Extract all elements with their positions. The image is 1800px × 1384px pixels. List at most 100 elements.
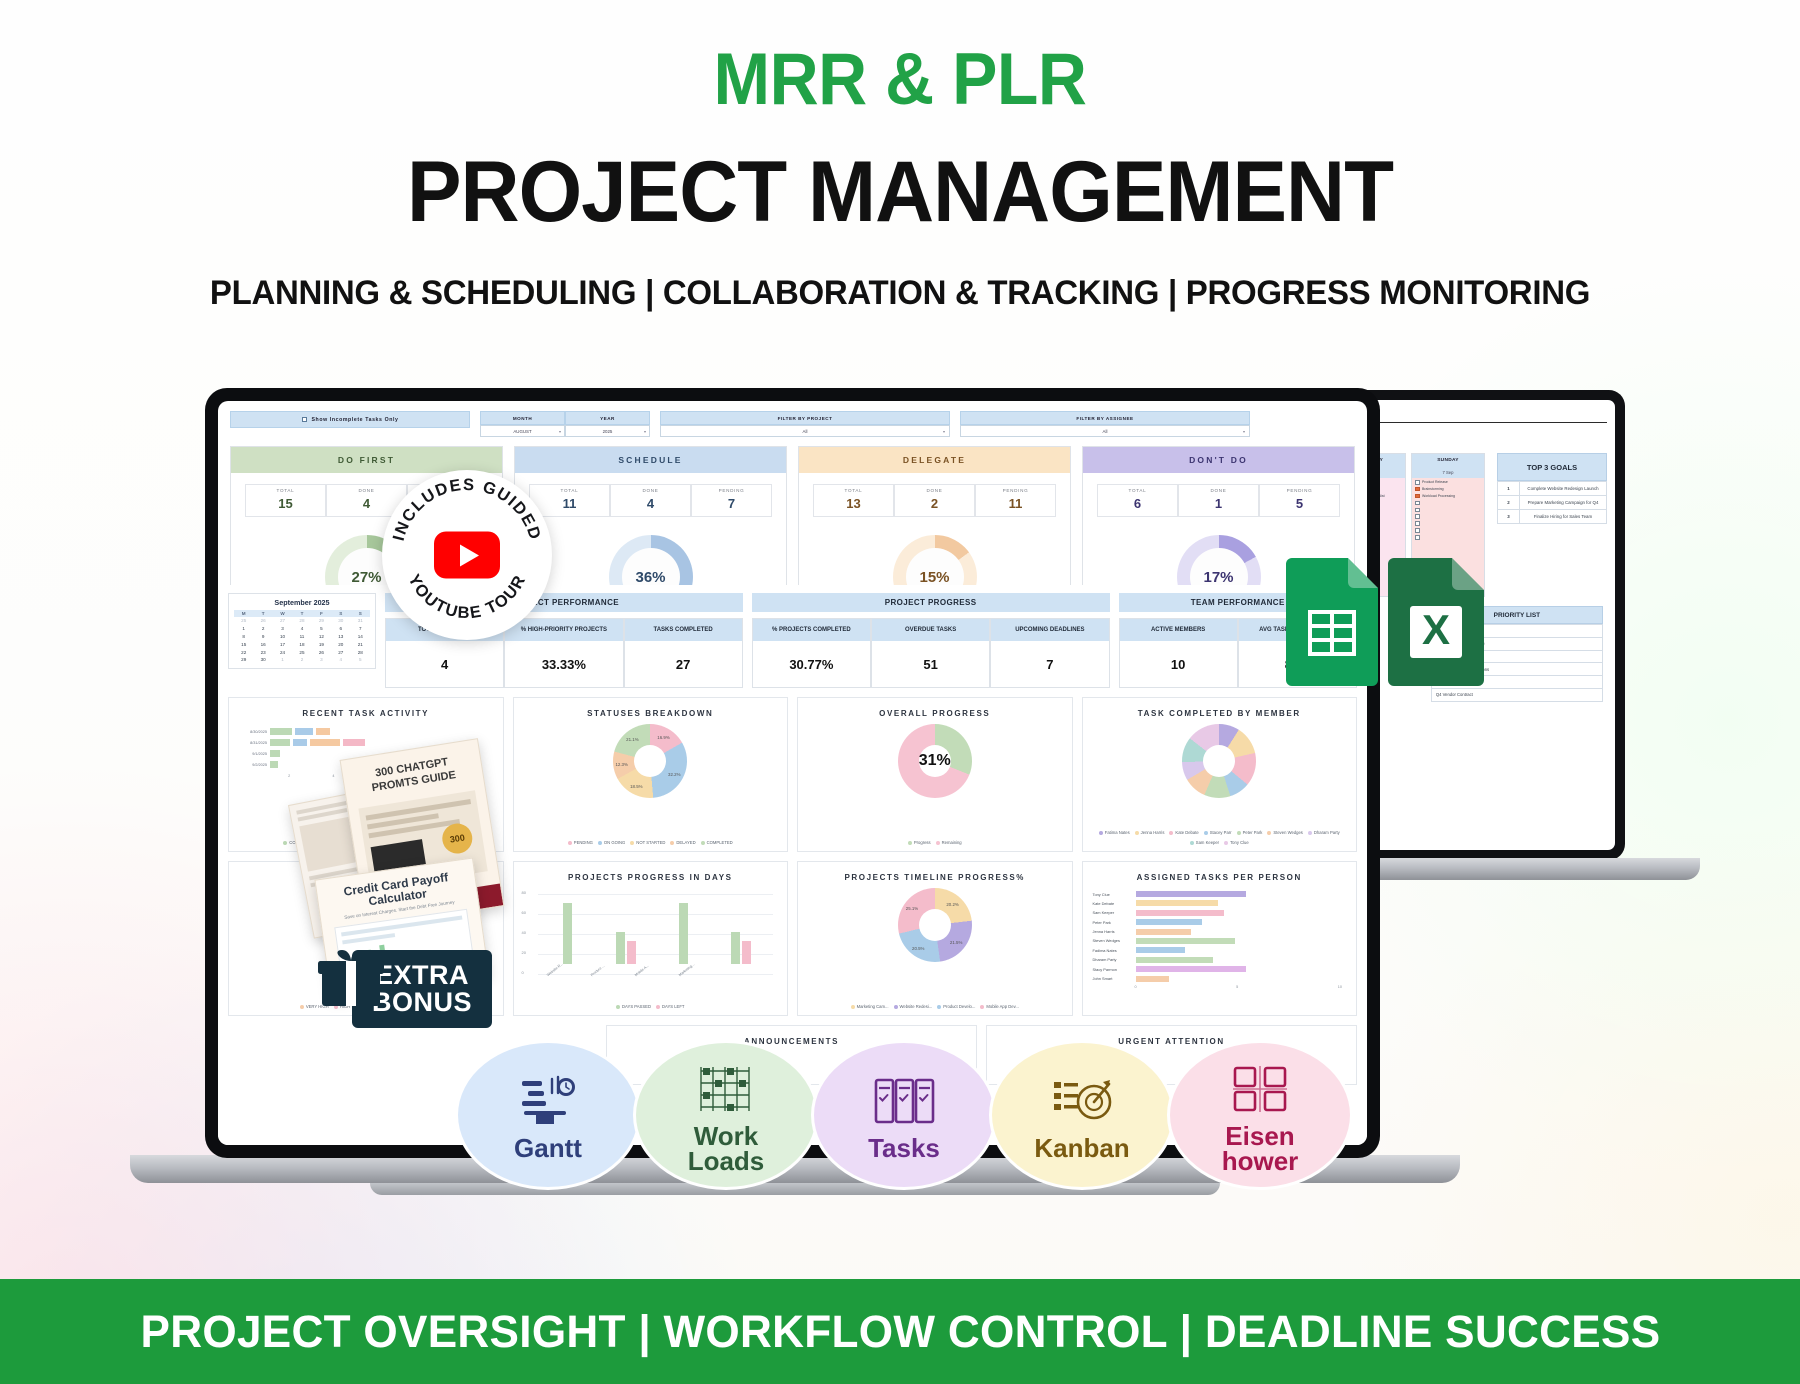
calendar-day[interactable]: 26: [260, 618, 266, 624]
calendar-day[interactable]: 8: [242, 633, 245, 639]
calendar-day[interactable]: 2: [261, 626, 265, 632]
calendar-day[interactable]: 14: [357, 633, 363, 639]
planner-task-empty[interactable]: [1415, 507, 1481, 513]
feature-bubble-label: Tasks: [868, 1133, 940, 1164]
calendar-day[interactable]: 24: [279, 649, 286, 655]
planner-task-empty[interactable]: [1415, 535, 1481, 540]
checkbox-icon[interactable]: [1415, 507, 1420, 513]
calendar-day[interactable]: 20: [338, 641, 344, 647]
calendar-day[interactable]: 3: [281, 626, 284, 632]
calendar-day[interactable]: 18: [299, 641, 305, 647]
calendar-day[interactable]: 15: [241, 641, 247, 647]
planner-task[interactable]: Workload Processing: [1415, 493, 1481, 499]
calendar-day[interactable]: 10: [279, 633, 286, 639]
calendar-day[interactable]: 30: [338, 618, 344, 624]
filter-assignee-select[interactable]: All: [960, 425, 1250, 437]
calendar-day[interactable]: 3: [320, 657, 323, 663]
feature-bubble-kanban[interactable]: Kanban: [989, 1040, 1175, 1190]
month-label: MONTH: [480, 411, 565, 425]
bonus-card-stack: 2025 FREE GIFTS DIGITAL PRODUCTS 300 CHA…: [287, 738, 540, 999]
calendar-day[interactable]: 21: [357, 641, 363, 647]
planner-task[interactable]: Product Release: [1415, 480, 1481, 485]
eisenhower-toolbar[interactable]: Show Incomplete Tasks Only MONTH YEAR AU…: [230, 411, 1355, 437]
month-year-selectors[interactable]: MONTH YEAR AUGUST 2025: [480, 411, 650, 437]
calendar-day[interactable]: 9: [261, 633, 265, 639]
calendar-day[interactable]: 5: [320, 626, 323, 632]
calendar-day[interactable]: 28: [357, 649, 363, 655]
checkbox-icon[interactable]: [1415, 514, 1420, 519]
calendar-day[interactable]: 25: [241, 618, 247, 624]
checkbox-icon[interactable]: [1415, 521, 1420, 526]
calendar-day[interactable]: 27: [279, 618, 286, 624]
filter-by-assignee[interactable]: FILTER BY ASSIGNEE All: [960, 411, 1250, 437]
checkbox-icon[interactable]: [1415, 528, 1420, 533]
show-incomplete-tasks-checkbox[interactable]: Show Incomplete Tasks Only: [230, 411, 470, 428]
checkbox-icon[interactable]: [1415, 486, 1420, 492]
hbar-segment: [295, 728, 313, 735]
calendar-day[interactable]: 4: [339, 657, 343, 663]
year-select[interactable]: 2025: [565, 425, 650, 437]
stat-label: PENDING: [1002, 488, 1029, 493]
calendar-day[interactable]: 1: [281, 657, 284, 663]
planner-task-empty[interactable]: [1415, 500, 1481, 506]
checkbox-icon[interactable]: [301, 417, 307, 422]
member-row: Tony Clue: [1093, 891, 1347, 897]
calendar-day[interactable]: 16: [260, 641, 266, 647]
stat-label: DONE: [926, 488, 943, 493]
feature-bubble-gantt[interactable]: Gantt: [455, 1040, 641, 1190]
calendar-day[interactable]: 22: [241, 649, 247, 655]
youtube-tour-badge[interactable]: INCLUDES GUIDED YOUTUBE TOUR: [382, 470, 552, 640]
member-name: Sam Keeper: [1092, 910, 1115, 916]
planner-task[interactable]: Brainstorming: [1415, 486, 1481, 492]
calendar-day[interactable]: 7: [358, 626, 362, 632]
calendar-day[interactable]: 26: [318, 649, 324, 655]
checkbox-icon[interactable]: [1415, 480, 1420, 485]
filter-by-project[interactable]: FILTER BY PROJECT All: [660, 411, 950, 437]
calendar-day[interactable]: 30: [260, 657, 266, 663]
month-select[interactable]: AUGUST: [480, 425, 565, 437]
legend-swatch: [1098, 830, 1103, 835]
kpi-value: 7: [1046, 656, 1054, 672]
calendar-day[interactable]: 28: [299, 618, 305, 624]
calendar-day[interactable]: 4: [300, 626, 304, 632]
calendar-day[interactable]: 19: [318, 641, 324, 647]
axis-tick: 0: [521, 970, 524, 975]
feature-bubble-tasks[interactable]: Tasks: [811, 1040, 997, 1190]
member-bar: [1135, 891, 1246, 897]
donut-percent: 27%: [351, 568, 382, 586]
youtube-play-icon[interactable]: [434, 531, 500, 579]
calendar-day[interactable]: 29: [241, 657, 247, 663]
planner-task-empty[interactable]: [1415, 528, 1481, 533]
calendar-day[interactable]: 2: [300, 657, 304, 663]
checkbox-icon[interactable]: [1415, 493, 1420, 499]
progress-donut: 36%: [608, 535, 693, 619]
calendar-day[interactable]: 6: [339, 626, 343, 632]
calendar-day[interactable]: 25: [299, 649, 305, 655]
calendar-day[interactable]: 17: [279, 641, 286, 647]
calendar-day[interactable]: 13: [338, 633, 344, 639]
calendar-day[interactable]: 27: [338, 649, 344, 655]
calendar-day[interactable]: 5: [358, 657, 362, 663]
checkbox-icon[interactable]: [1415, 535, 1420, 540]
calendar-day[interactable]: 1: [242, 626, 245, 632]
progress-donut: 15%: [892, 535, 977, 619]
quadrant-title: DON'T DO: [1083, 447, 1354, 473]
checkbox-icon[interactable]: [1415, 500, 1420, 506]
calendar-day[interactable]: 29: [318, 618, 324, 624]
bar: [615, 931, 625, 964]
calendar-day[interactable]: 11: [299, 633, 305, 639]
filter-project-select[interactable]: All: [660, 425, 950, 437]
calendar-day[interactable]: 31: [357, 618, 363, 624]
planner-task-empty[interactable]: [1415, 521, 1481, 526]
chart-title: STATUSES BREAKDOWN: [587, 709, 714, 718]
planner-task-empty[interactable]: [1415, 514, 1481, 519]
calendar-day[interactable]: 12: [318, 633, 324, 639]
calendar-day[interactable]: 23: [260, 649, 266, 655]
